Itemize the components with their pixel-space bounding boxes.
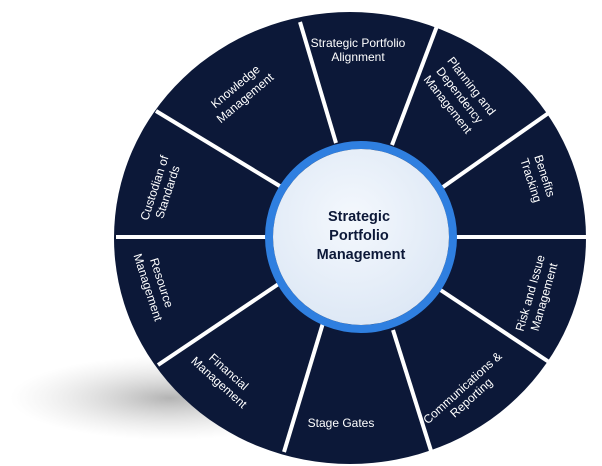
segment-divider <box>154 109 285 190</box>
segment-label-line: Strategic Portfolio <box>311 36 406 50</box>
segment-divider <box>434 285 557 368</box>
center-title-line-1: Strategic <box>328 209 390 225</box>
segment-divider <box>298 21 338 144</box>
segment-label-line: Stage Gates <box>308 416 375 430</box>
center-circle <box>273 149 449 325</box>
segment-divider <box>156 281 282 367</box>
center-title-line-3: Management <box>317 247 406 263</box>
segment-divider <box>441 110 552 189</box>
center-title: Strategic Portfolio Management <box>317 209 406 263</box>
segment-label: Stage Gates <box>308 416 375 430</box>
segment-label-line: Alignment <box>331 50 385 64</box>
segment-divider <box>390 25 439 146</box>
segment-divider <box>391 329 434 455</box>
center-title-line-2: Portfolio <box>329 228 389 244</box>
segment-divider <box>282 322 325 453</box>
center-ring <box>265 141 457 333</box>
